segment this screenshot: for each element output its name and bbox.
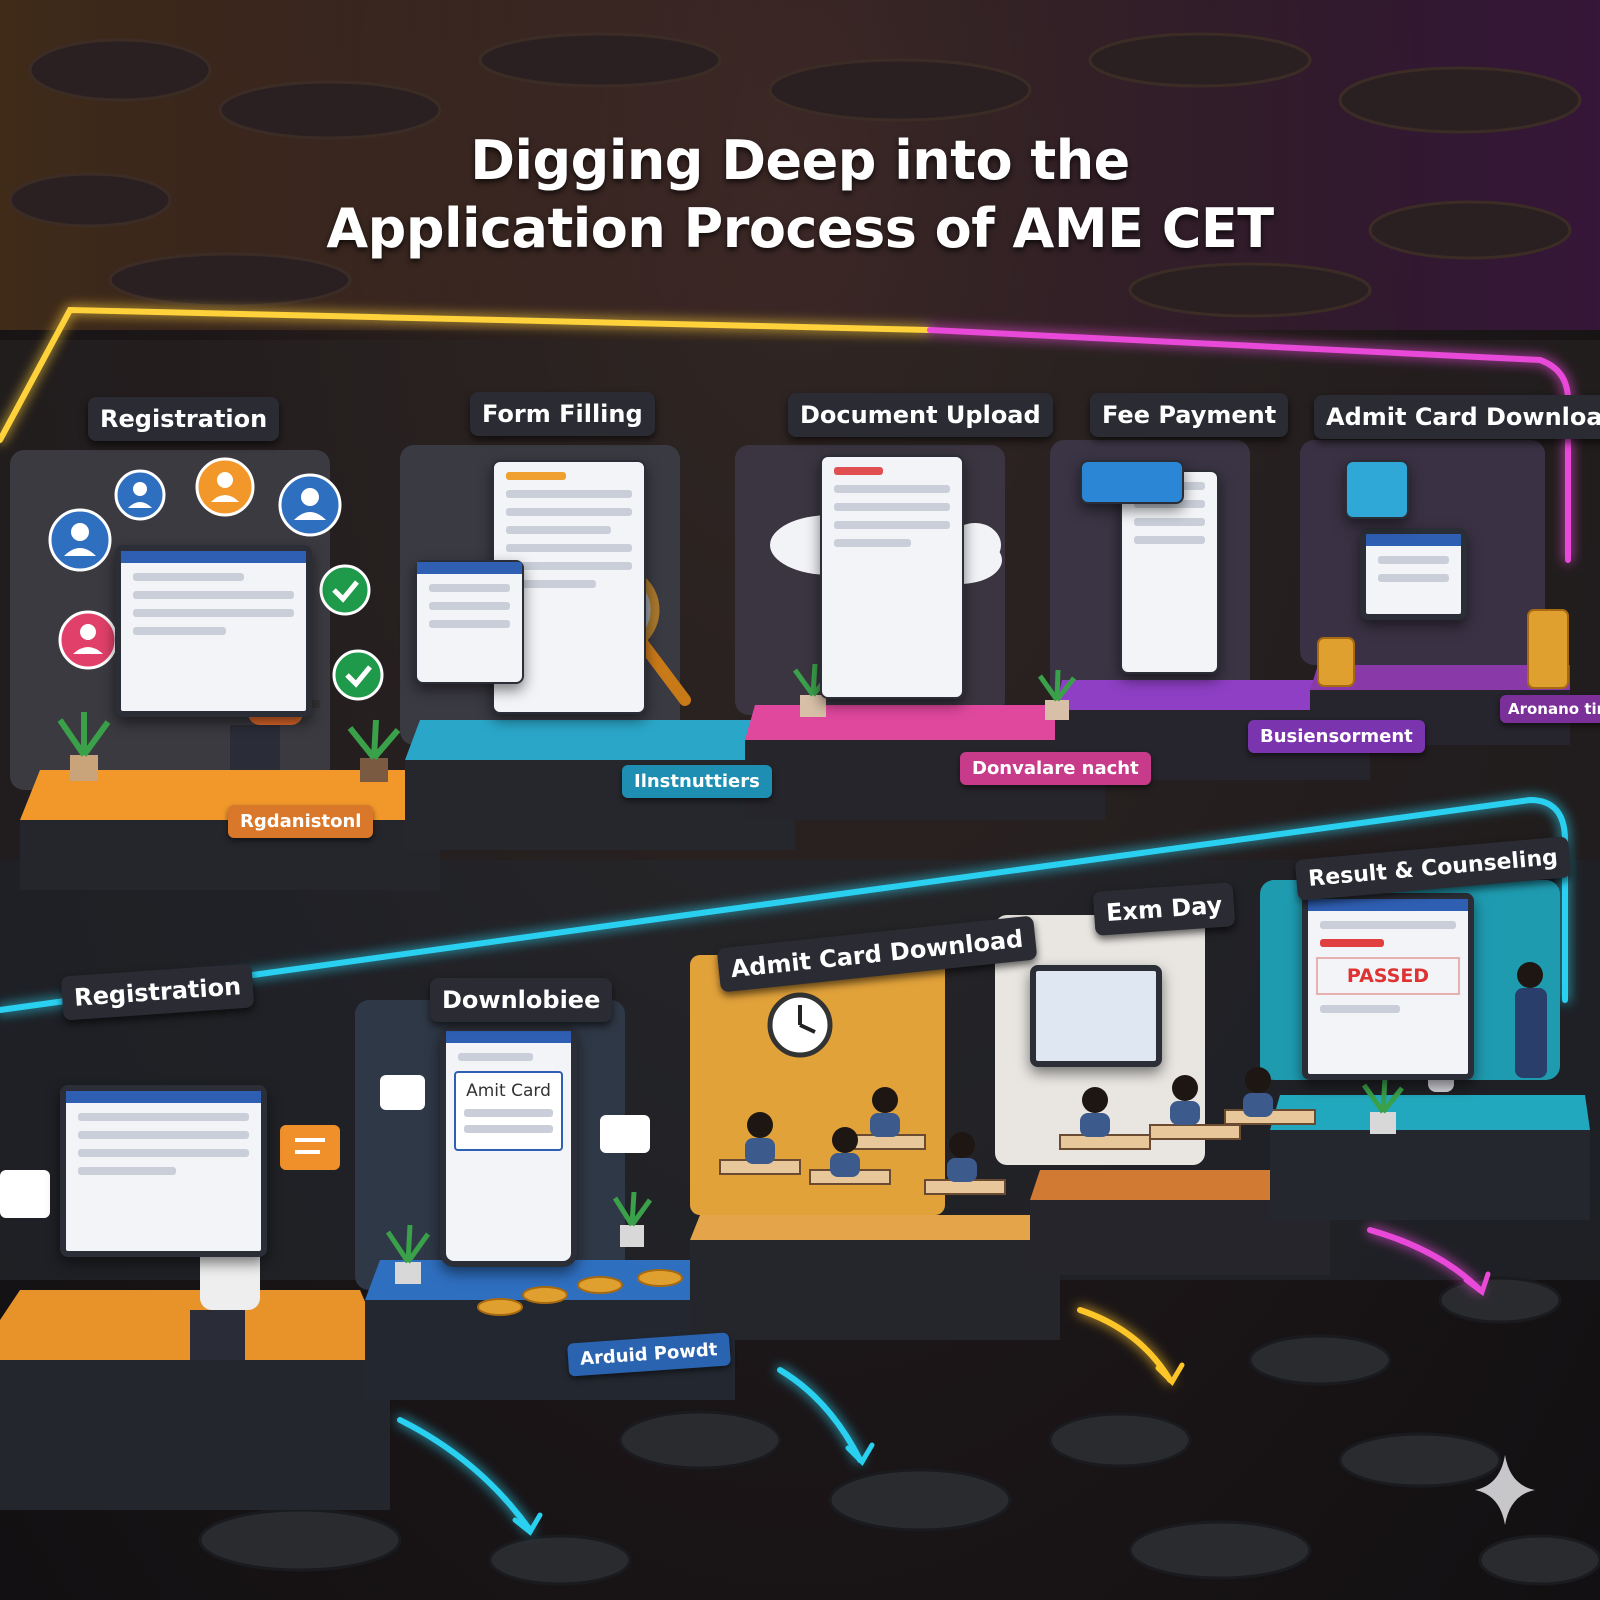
registration-screen [115,545,312,717]
step-document-upload-label: Document Upload [788,393,1053,437]
document-sheet [820,455,964,699]
flow-arrow-1 [397,1417,533,1533]
admit-card-tag: Aronano tinc [1500,695,1600,723]
registration-tag: Rgdanistonl [228,805,374,838]
check-icon [319,564,384,701]
exam-desks [719,1109,1316,1195]
coin-stack-icon [477,609,1569,1316]
sparkle-icon [1475,1455,1535,1525]
payment-sheet [1120,470,1219,674]
step-registration-label: Registration [88,397,280,441]
plant-icon [57,663,1404,1284]
flow-line-top-left [0,306,933,443]
step-form-filling-label: Form Filling [470,392,655,436]
step-admit-card-label: Admit Card Download [1314,395,1600,439]
title-line-2: Application Process of AME CET [326,197,1274,260]
step-fee-payment-label: Fee Payment [1090,393,1289,437]
form-card [415,560,524,684]
payment-card [1080,460,1184,504]
result-screen: PASSED [1302,893,1474,1080]
admit-card-title: Amit Card [466,1081,551,1101]
bottom-download-label: Downlobiee [430,978,613,1022]
form-filling-tag: Ilnstnuttiers [622,765,772,798]
result-passed-stamp: PASSED [1346,965,1430,987]
admit-card-mini [1345,460,1409,519]
title-line-1: Digging Deep into the [470,129,1130,192]
chat-bubble-icon [0,1075,650,1218]
clock-icon [767,992,833,1058]
fee-payment-tag: Busiensorment [1248,720,1425,753]
registration-screen-bottom [60,1085,267,1257]
admit-card-tablet: Amit Card [440,1025,577,1267]
flow-arrow-2 [777,1367,863,1463]
document-upload-tag: Donvalare nacht [960,752,1151,785]
admit-card-screen [1360,528,1467,620]
exam-board [1030,965,1162,1067]
